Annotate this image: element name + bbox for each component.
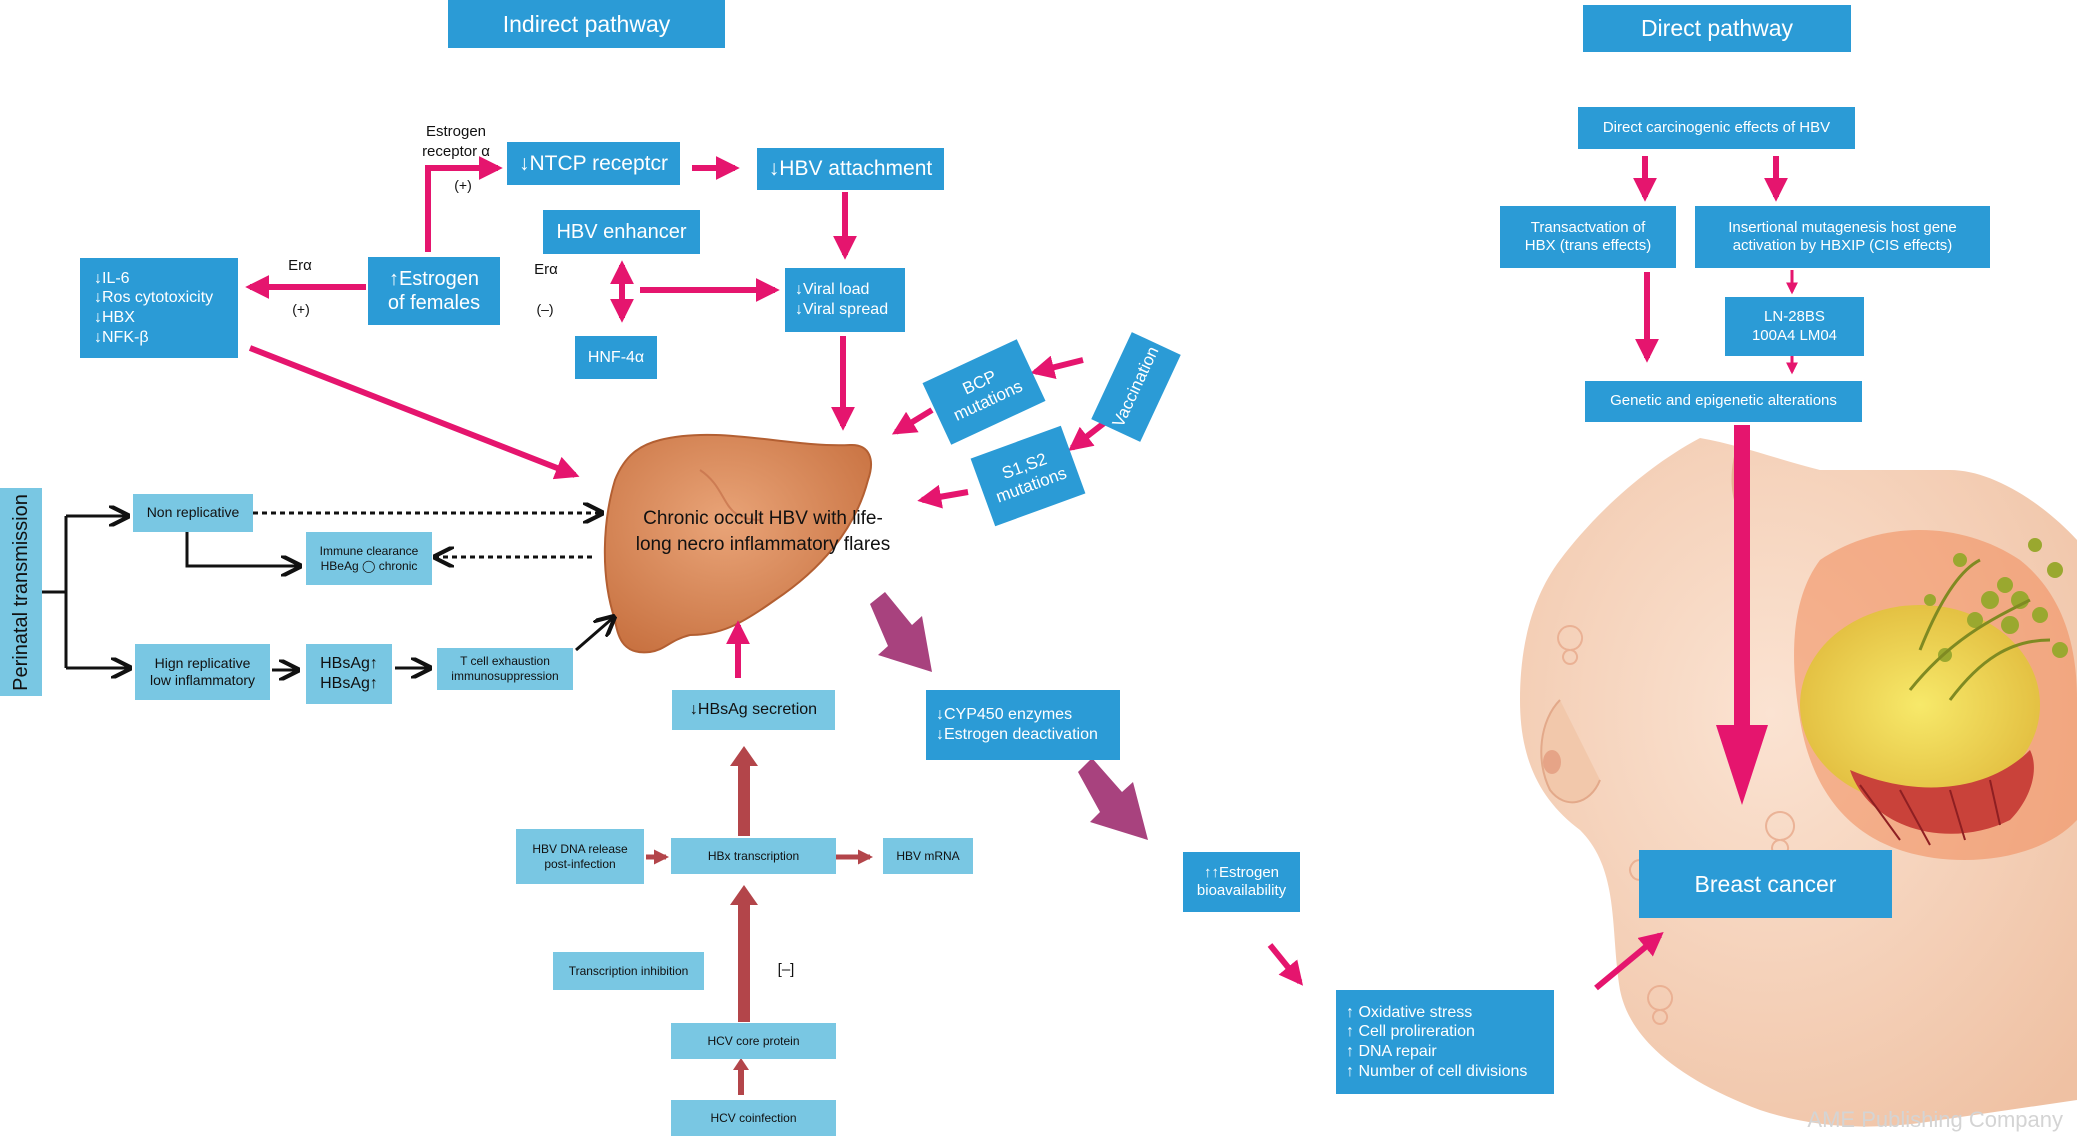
hbx-transcription-box: HBx transcription [671,838,836,874]
genetic-alterations-box: Genetic and epigenetic alterations [1585,381,1862,422]
estrogen-females-box: ↑Estrogen of females [368,257,500,325]
t-cell-exhaustion-box: T cell exhaustion immunosuppression [437,648,573,690]
hbv-attachment-box: ↓HBV attachment [757,148,944,190]
viral-load-box: ↓Viral load ↓Viral spread [785,268,905,332]
perinatal-transmission-box: Perinatal transmission [0,488,42,696]
hbsag-secretion-box: ↓HBsAg secretion [672,690,835,730]
hbv-mrna-box: HBV mRNA [883,838,973,874]
plus-label-left: (+) [292,301,310,317]
indirect-pathway-header: Indirect pathway [448,0,725,48]
hcv-coinfection-box: HCV coinfection [671,1100,836,1136]
cytokines-box: ↓IL-6 ↓Ros cytotoxicity ↓HBX ↓NFK-β [80,258,238,358]
indirect-arrows [245,156,1664,991]
estrogen-bioavailability-box: ↑↑Estrogen bioavailability [1183,852,1300,912]
liver-caption: Chronic occult HBV with life- long necro… [635,508,891,555]
liver-illustration [603,433,872,654]
breast-illustration [1520,438,2077,1127]
immune-clearance-box: Immune clearance HBeAg ◯ chronic [306,532,432,585]
era-right-label: Erα [534,261,558,278]
plus-label-top: (+) [454,177,472,193]
cyp450-box: ↓CYP450 enzymes ↓Estrogen deactivation [926,690,1120,760]
hcv-arrows [646,746,873,1095]
minus-label-right: (–) [536,301,554,317]
transcription-inhibition-box: Transcription inhibition [553,952,704,990]
hbsag-up-box: HBsAg↑ HBsAg↑ [306,644,392,704]
estrogen-receptor-label: Estrogen receptor α [422,123,490,160]
insertional-mutagenesis-box: Insertional mutagenesis host gene activa… [1695,206,1990,268]
hnf4a-box: HNF-4α [575,336,657,379]
oxidative-stress-box: ↑ Oxidative stress ↑ Cell prolireration … [1336,990,1554,1094]
breast-cancer-arrow [1716,425,1768,805]
hbv-dna-release-box: HBV DNA release post-infection [516,829,644,884]
ntcp-receptor-box: ↓NTCP receptcr [507,142,680,185]
era-left-label: Erα [288,257,312,274]
watermark: AME Publishing Company [1807,1107,2063,1132]
direct-arrows [1633,156,1798,375]
ln28bs-box: LN-28BS 100A4 LM04 [1725,297,1864,356]
purple-arrows [870,592,1148,840]
perinatal-lines [42,513,614,670]
hcv-core-protein-box: HCV core protein [671,1023,836,1059]
transactivation-box: Transactvation of HBX (trans effects) [1500,206,1676,268]
carcinogenic-effects-box: Direct carcinogenic effects of HBV [1578,107,1855,149]
high-replicative-box: Hign replicative low inflammatory [135,644,270,700]
hbv-enhancer-box: HBV enhancer [543,210,700,254]
breast-cancer-box: Breast cancer [1639,850,1892,918]
perinatal-transmission-label: Perinatal transmission [9,493,32,691]
non-replicative-box: Non replicative [133,494,253,532]
minus-bracket-label: [–] [777,961,795,978]
direct-pathway-header: Direct pathway [1583,5,1851,52]
